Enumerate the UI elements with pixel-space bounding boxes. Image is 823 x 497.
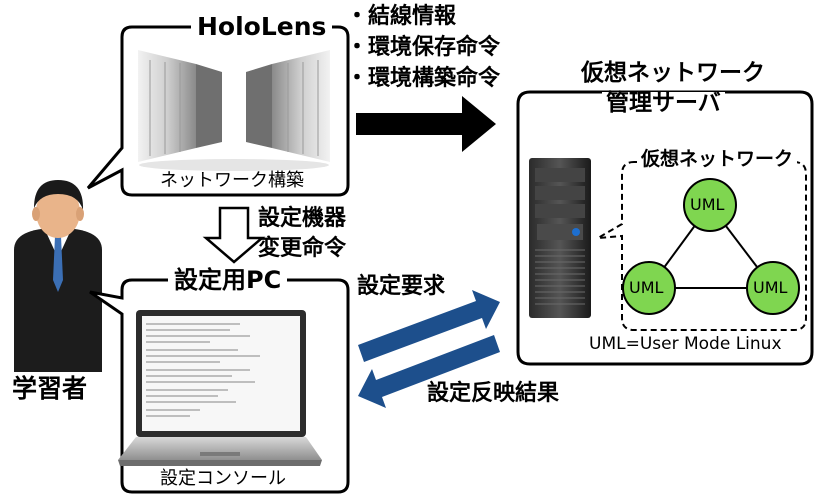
pc-title: 設定用PC xyxy=(168,268,288,292)
server-racks-image xyxy=(138,50,330,171)
uml-node-left xyxy=(622,261,676,315)
virtual-network-title: 仮想ネットワーク xyxy=(637,150,798,169)
request-arrow xyxy=(358,290,500,362)
hololens-title: HoloLens xyxy=(191,14,333,39)
command-line-1: ・結線情報 xyxy=(346,4,457,29)
laptop-image xyxy=(118,310,322,466)
uml-node-right xyxy=(746,261,800,315)
result-label: 設定反映結果 xyxy=(427,381,560,406)
pc-caption: 設定コンソール xyxy=(160,468,286,489)
command-arrow xyxy=(356,96,496,152)
vnm-server-title-line1: 仮想ネットワーク xyxy=(577,62,769,85)
uml-node-left-label: UML xyxy=(629,278,664,297)
uml-node-top-label: UML xyxy=(690,195,725,214)
down-arrow-label-line1: 設定機器 xyxy=(258,206,347,231)
command-line-2: ・環境保存命令 xyxy=(346,35,501,60)
uml-node-top xyxy=(683,178,737,232)
result-arrow xyxy=(358,335,500,408)
down-arrow-label-line2: 変更命令 xyxy=(258,236,347,261)
uml-footnote: UML=User Mode Linux xyxy=(589,334,782,354)
hololens-caption: ネットワーク構築 xyxy=(160,170,304,191)
request-label: 設定要求 xyxy=(357,274,446,299)
uml-node-right-label: UML xyxy=(753,278,788,297)
command-line-3: ・環境構築命令 xyxy=(346,66,501,91)
learner-label: 学習者 xyxy=(12,374,88,403)
vnm-server-title-line2: 管理サーバ xyxy=(602,92,725,115)
tower-server-image xyxy=(529,158,591,318)
learner-figure xyxy=(14,180,102,372)
down-arrow xyxy=(202,206,266,264)
